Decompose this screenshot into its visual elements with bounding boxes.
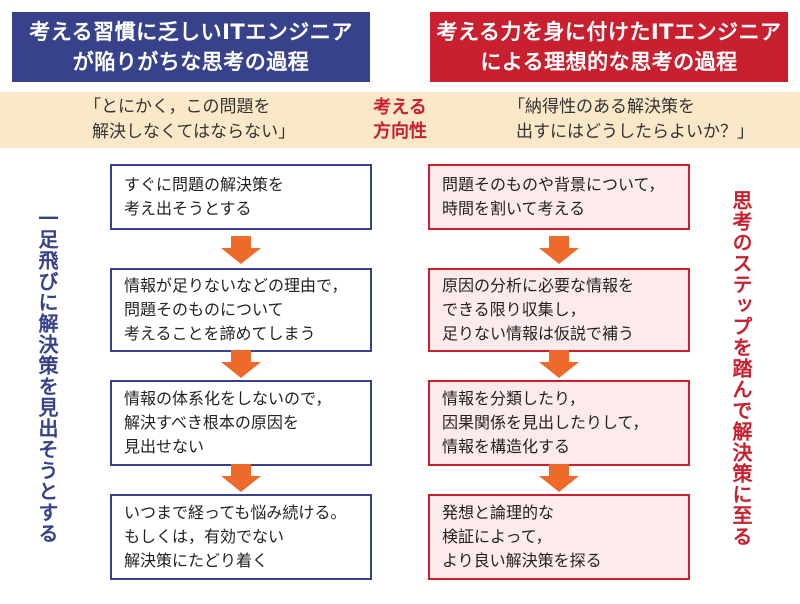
right-step-4-line-3: より良い解決策を探る [442,551,602,570]
right-step-2: 原因の分析に必要な情報を できる限り収集し， 足りない情報は仮説で補う [428,268,690,352]
header-left-line-2: が陥りがちな思考の過程 [72,50,310,74]
left-arrow-2-icon [221,350,261,378]
right-step-2-line-3: 足りない情報は仮説で補う [442,324,635,343]
band-center-label: 考える 方向性 [350,92,450,148]
direction-band [0,92,800,148]
right-step-4-line-2: 検証によって， [442,527,552,546]
band-center-line-1: 考える [373,97,427,118]
header-right-line-1: 考える力を身に付けたITエンジニア [436,20,782,44]
right-step-3-line-3: 情報を構造化する [442,437,571,456]
header-left-line-1: 考える習慣に乏しいITエンジニア [29,20,353,44]
right-step-3-line-2: 因果関係を見出したりして， [442,413,649,432]
left-step-2: 情報が足りないなどの理由で， 問題そのものについて 考えることを諦めてしまう [110,268,372,352]
left-step-4-line-1: いつまで経っても悩み続ける。 [124,503,347,522]
left-step-4-line-3: 解決策にたどり着く [124,551,269,570]
header-right: 考える力を身に付けたITエンジニア による理想的な思考の過程 [430,12,788,82]
right-step-4: 発想と論理的な 検証によって， より良い解決策を探る [428,494,690,580]
right-step-3-line-1: 情報を分類したり， [442,389,585,408]
side-caption-left: 一足飛びに解決策を見出そうとする [35,208,59,544]
left-step-1-line-1: すぐに問題の解決策を [124,175,285,194]
left-step-2-line-2: 問題そのものについて [124,300,284,319]
right-step-2-line-1: 原因の分析に必要な情報を [442,276,635,295]
left-step-4-line-2: もしくは，有効でない [124,527,285,546]
left-step-3-line-3: 見出せない [124,437,205,456]
left-arrow-3-icon [221,464,261,492]
left-step-2-line-3: 考えることを諦めてしまう [124,324,316,343]
right-step-4-line-1: 発想と論理的な [442,503,555,522]
right-step-1: 問題そのものや背景について， 時間を割いて考える [428,164,690,230]
left-step-1: すぐに問題の解決策を 考え出そうとする [110,164,372,230]
left-step-2-line-1: 情報が足りないなどの理由で， [124,276,348,295]
left-step-4: いつまで経っても悩み続ける。 もしくは，有効でない 解決策にたどり着く [110,494,372,580]
band-right-line-2: 出すにはどうしたらよいか？」 [516,122,754,142]
right-step-1-line-1: 問題そのものや背景について， [442,175,665,194]
band-left-line-1: 「とにかく，この問題を [84,97,271,117]
right-arrow-2-icon [539,350,579,378]
band-right-quote: 「納得性のある解決策を 出すにはどうしたらよいか？」 [508,92,768,148]
header-left: 考える習慣に乏しいITエンジニア が陥りがちな思考の過程 [12,12,370,82]
right-arrow-3-icon [539,464,579,492]
band-left-line-2: 解決しなくてはならない」 [92,122,296,142]
header-right-line-2: による理想的な思考の過程 [480,50,738,74]
left-step-3-line-1: 情報の体系化をしないので， [124,389,332,408]
left-step-3: 情報の体系化をしないので， 解決すべき根本の原因を 見出せない [110,380,372,466]
band-right-line-1: 「納得性のある解決策を [508,97,695,117]
left-arrow-1-icon [221,236,261,264]
band-left-quote: 「とにかく，この問題を 解決しなくてはならない」 [84,92,344,148]
right-arrow-1-icon [539,236,579,264]
right-step-2-line-2: できる限り収集し， [442,300,586,319]
band-center-line-2: 方向性 [373,121,427,142]
right-step-3: 情報を分類したり， 因果関係を見出したりして， 情報を構造化する [428,380,690,466]
left-step-3-line-2: 解決すべき根本の原因を [124,413,299,432]
right-step-1-line-2: 時間を割いて考える [442,199,586,218]
left-step-1-line-2: 考え出そうとする [124,199,252,218]
side-caption-right: 思考のステップを踏んで解決策に至る [729,190,753,547]
